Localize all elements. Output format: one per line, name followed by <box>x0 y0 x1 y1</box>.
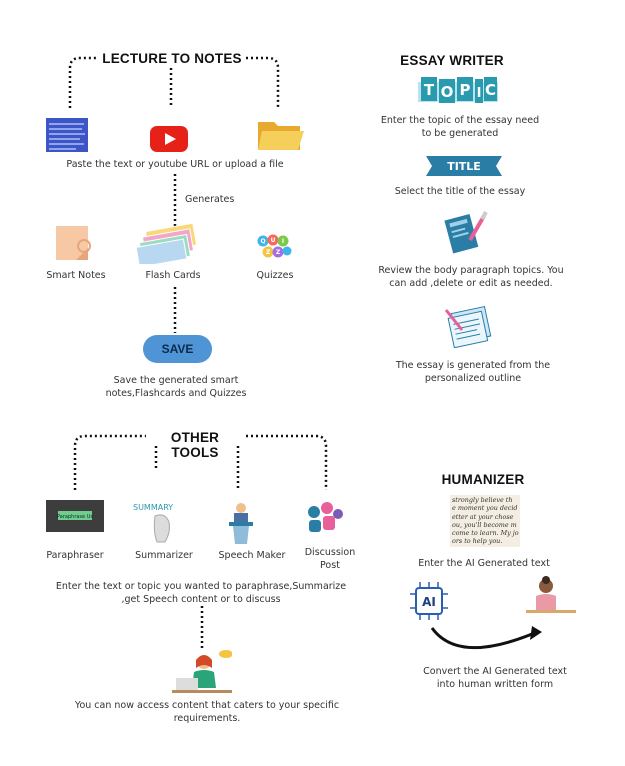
svg-text:AI: AI <box>422 595 436 609</box>
text-document-icon <box>46 118 88 152</box>
flash-cards-icon <box>130 224 204 264</box>
svg-text:TITLE: TITLE <box>447 160 481 173</box>
lecture-title: LECTURE TO NOTES <box>102 51 242 66</box>
output-smart-notes: Smart Notes <box>46 270 106 281</box>
speech-maker-icon <box>219 500 263 544</box>
review-notebook-icon <box>440 210 488 254</box>
svg-text:Z: Z <box>276 249 281 256</box>
essay-step-1: Enter the topic of the essay need to be … <box>380 115 540 139</box>
woman-laptop-icon <box>172 648 232 694</box>
output-quizzes: Quizzes <box>256 270 294 281</box>
save-button[interactable]: SAVE <box>143 335 212 363</box>
svg-text:SUMMARY: SUMMARY <box>133 503 173 512</box>
sticky-note-icon <box>54 224 94 264</box>
essay-step-2: Select the title of the essay <box>394 186 526 197</box>
svg-text:I: I <box>282 238 284 245</box>
svg-text:I: I <box>477 86 482 101</box>
humanizer-step-2: Convert the AI Generated text into human… <box>423 666 567 690</box>
other-tools-connector-lines <box>73 434 328 490</box>
other-tools-result-line <box>200 606 204 650</box>
svg-text:P: P <box>460 81 471 99</box>
svg-text:O: O <box>441 83 454 101</box>
lecture-save-line <box>173 287 177 333</box>
topic-badge: T O P I C <box>418 76 498 106</box>
ai-chip-icon: AI <box>408 580 450 622</box>
youtube-icon <box>150 126 188 152</box>
title-badge: TITLE <box>426 156 502 176</box>
other-tools-input-caption: Enter the text or topic you wanted to pa… <box>55 581 347 605</box>
lecture-generates-line <box>173 174 177 230</box>
lecture-connector-lines <box>68 56 280 108</box>
humanizer-step-1: Enter the AI Generated text <box>418 558 550 569</box>
essay-step-4: The essay is generated from the personal… <box>395 360 551 384</box>
humanizer-title: HUMANIZER <box>441 472 525 487</box>
svg-text:Z: Z <box>266 249 271 256</box>
output-flash-cards: Flash Cards <box>145 270 201 281</box>
other-tools-title: OTHER TOOLS <box>170 430 220 460</box>
tool-discussion-post: Discussion Post <box>304 547 356 571</box>
folder-icon <box>256 116 304 152</box>
other-tools-result-caption: You can now access content that caters t… <box>74 700 340 724</box>
convert-arrow <box>430 626 542 650</box>
tool-summarizer: Summarizer <box>135 550 193 561</box>
discussion-post-icon <box>305 500 345 536</box>
svg-text:T: T <box>424 81 435 99</box>
summarizer-icon: SUMMARY <box>131 498 179 544</box>
essay-pages-icon <box>440 302 500 348</box>
person-writing-icon <box>520 576 580 616</box>
tool-speech-maker: Speech Maker <box>218 550 286 561</box>
svg-text:Paraphrase Us: Paraphrase Us <box>57 514 93 520</box>
generates-label: Generates <box>185 194 235 205</box>
save-caption: Save the generated smart notes,Flashcard… <box>105 375 247 399</box>
svg-text:Q: Q <box>260 238 265 245</box>
handwritten-text-image: strongly believe th e moment you decid e… <box>450 495 520 547</box>
paraphraser-icon: Paraphrase Us <box>46 500 104 532</box>
tool-paraphraser: Paraphraser <box>46 550 104 561</box>
svg-text:U: U <box>271 237 276 244</box>
essay-title: ESSAY WRITER <box>400 53 504 68</box>
svg-text:C: C <box>485 81 496 99</box>
essay-step-3: Review the body paragraph topics. You ca… <box>378 265 564 289</box>
lecture-input-caption: Paste the text or youtube URL or upload … <box>66 159 284 170</box>
